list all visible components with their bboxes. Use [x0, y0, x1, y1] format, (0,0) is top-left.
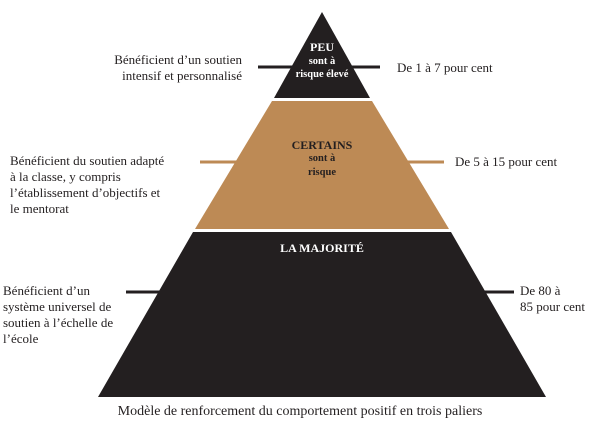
tier-3-left-text: Bénéficient d’un système universel de so… [3, 283, 114, 346]
tier-3-base-shape [98, 232, 546, 397]
tier-2-right-text: De 5 à 15 pour cent [455, 154, 558, 169]
tier-2-subtitle: sont à risque [307, 153, 336, 178]
tier-1-right-text: De 1 à 7 pour cent [397, 60, 493, 75]
tier-1-left-text: Bénéficient d’un soutien intensif et per… [114, 52, 242, 83]
tier-2-middle-shape [195, 101, 449, 229]
tier-1-subtitle: sont à risque élevé [295, 56, 349, 80]
tier-1-title: PEU [310, 40, 334, 54]
diagram-caption: Modèle de renforcement du comportement p… [117, 404, 483, 419]
tier-1-top-shape [274, 12, 370, 98]
tier-2-left-text: Bénéficient du soutien adapté à la class… [10, 153, 165, 216]
tier-3-title: LA MAJORITÉ [280, 241, 364, 255]
tier-2-title: CERTAINS [291, 138, 353, 152]
tier-3-right-text: De 80 à 85 pour cent [520, 283, 585, 314]
